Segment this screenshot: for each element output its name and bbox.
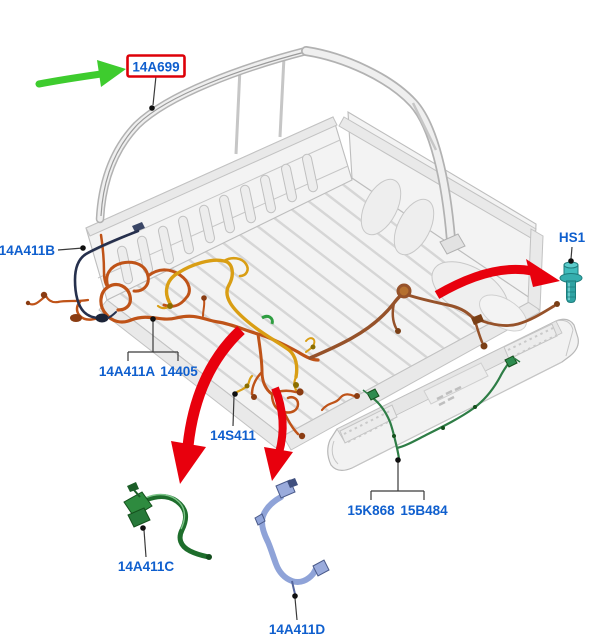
bumper-edge-lines [331,319,574,469]
leader-15k868-15b484 [370,457,425,500]
red-arrow-to-14a411c-shaft [182,325,245,447]
yellow-squiggle-rear [305,337,316,353]
brown-trunk [308,292,404,360]
red-arrow-to-hs1-shaft [434,264,533,299]
navy-connector [95,313,109,323]
yellow-connectors [167,303,316,389]
screw-hs1 [559,261,583,304]
green-cable [143,494,212,560]
harness-14a411d [254,478,330,595]
sport-bar-foot [439,233,466,255]
label-14a411d[interactable]: 14A411D [269,622,326,637]
blue-stub [291,580,296,595]
red-arrow-to-hs1-head [526,259,560,287]
bulkhead-top-edge [85,116,338,237]
red-arrow-to-14a411d-head [264,447,293,481]
bulkhead-ribs [116,153,319,285]
label-14405[interactable]: 14405 [160,364,198,379]
rack-braces [234,56,286,155]
bumper-harness-green [362,355,521,462]
red-arrow-to-14a411d-shaft [271,386,287,455]
blue-connector-cap [287,478,298,488]
leader-14a411c [140,525,147,558]
harness-14a411c [123,482,212,560]
blue-connector-end [312,559,330,577]
orange-connectors [25,291,360,440]
green-connector-upper [123,491,153,518]
harness-brown-rear [308,283,560,360]
orange-loop-3 [146,268,191,308]
leader-14a411b [57,245,86,251]
bolt-threads [567,286,575,298]
orange-squiggle-rear [320,393,356,412]
leader-14a411a-14405 [127,316,179,361]
sport-bar-brace [411,102,438,151]
bumper-wire-connector-left [366,388,380,401]
blue-cable [260,495,319,584]
red-arrows [171,259,560,484]
green-arrow-shaft [35,70,105,88]
label-14s411[interactable]: 14S411 [210,428,256,443]
harness-along-tube [100,51,306,217]
rear-bumper-illustration [327,318,579,471]
green-clip-wire [133,489,141,498]
green-clip [261,314,274,325]
label-hs1[interactable]: HS1 [559,230,586,245]
label-14a411c[interactable]: 14A411C [118,559,175,574]
callout-box-14a699 [126,54,186,78]
orange-lower-branches [250,370,300,436]
label-14a699[interactable]: 14A699 [132,60,179,75]
leader-14a699 [149,75,157,111]
label-14a411a[interactable]: 14A411A [99,364,156,379]
bed-tailgate-sill [282,299,541,451]
brown-branch-right [406,293,474,319]
blue-cable-outline [258,494,320,586]
green-clip-top [127,482,139,492]
orange-stub [202,299,206,317]
green-arrow-head [97,60,126,87]
yellow-hook [222,256,249,278]
label-14a411b[interactable]: 14A411B [0,243,55,258]
part-labels: 14A699 14A411B 14A411A 14405 14S411 14A4… [0,60,586,638]
wall-reinforcement [393,198,435,256]
bumper-stamping [436,385,462,407]
label-15k868[interactable]: 15K868 [347,503,395,518]
brown-drops [391,301,484,344]
navy-tail [107,311,117,319]
red-arrow-to-14a411c-head [171,441,206,484]
brown-connectors [395,301,560,350]
wall-reinforcement [360,178,402,236]
leader-14s411 [232,391,238,427]
green-connector-lower [127,507,151,528]
bumper-center-recess [423,362,489,405]
green-pointer-arrow [35,60,126,88]
green-cable-highlight [144,493,186,530]
green-cable-tip [206,554,212,560]
leader-hs1 [568,246,574,264]
label-15b484[interactable]: 15B484 [400,503,448,518]
bumper-body [327,318,579,471]
leader-lines [57,75,574,621]
bumper-wire-tails [362,357,521,395]
blue-clip [254,513,266,526]
orange-loop-2 [105,260,150,293]
brown-extension [470,304,556,327]
harness-yellow-branch [156,256,316,394]
leader-14a411d [292,593,298,621]
bumper-wire-clips [392,405,477,438]
wire-14a411b [73,222,145,323]
yellow-loop [164,258,299,379]
navy-clamp [132,222,145,232]
navy-wire [73,229,140,320]
